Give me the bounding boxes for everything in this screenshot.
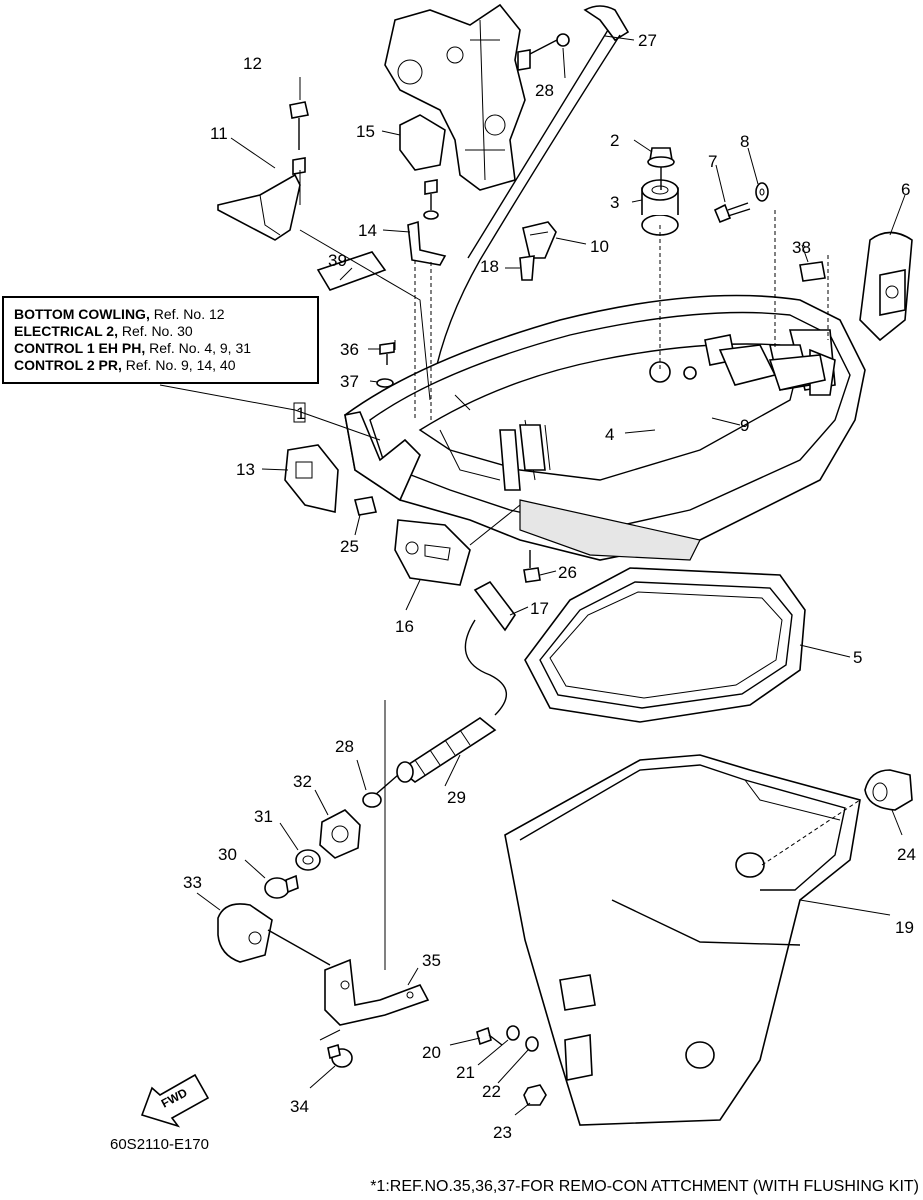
callout-37: 37 bbox=[340, 372, 359, 391]
reference-row: CONTROL 1 EH PH, Ref. No. 4, 9, 31 bbox=[14, 340, 307, 357]
callout-39: 39 bbox=[328, 251, 347, 270]
callout-6: 6 bbox=[901, 180, 910, 199]
washer-37 bbox=[376, 378, 394, 388]
clip-28-lower bbox=[362, 792, 382, 808]
washer-21 bbox=[506, 1025, 520, 1041]
callout-27: 27 bbox=[638, 31, 657, 50]
callout-4: 4 bbox=[605, 425, 614, 444]
reference-number: Ref. No. 4, 9, 31 bbox=[149, 340, 252, 356]
lower-casing-19 bbox=[504, 754, 861, 1126]
callout-22: 22 bbox=[482, 1082, 501, 1101]
bolt-2 bbox=[647, 147, 675, 190]
callout-19: 19 bbox=[895, 918, 914, 937]
callout-1: 1 bbox=[296, 404, 305, 423]
bracket-11 bbox=[217, 173, 301, 241]
callout-16: 16 bbox=[395, 617, 414, 636]
callout-33: 33 bbox=[183, 873, 202, 892]
ring-31 bbox=[295, 849, 321, 871]
callout-numbers: 1 2 3 4 5 6 7 8 9 10 11 12 13 14 15 16 1… bbox=[183, 31, 916, 1142]
clamp-14 bbox=[407, 220, 447, 266]
nut-32 bbox=[319, 809, 361, 859]
callout-26: 26 bbox=[558, 563, 577, 582]
bolt-12 bbox=[289, 101, 309, 175]
seal-5 bbox=[524, 567, 806, 723]
reference-name: CONTROL 1 EH PH, bbox=[14, 340, 146, 356]
callout-5: 5 bbox=[853, 648, 862, 667]
callout-13: 13 bbox=[236, 460, 255, 479]
screw-20 bbox=[476, 1026, 503, 1046]
callout-38: 38 bbox=[792, 238, 811, 257]
reference-number: Ref. No. 12 bbox=[153, 306, 225, 322]
screw-34 bbox=[327, 1043, 353, 1068]
screw-26 bbox=[523, 550, 541, 583]
callout-12: 12 bbox=[243, 54, 262, 73]
screw-part bbox=[423, 179, 439, 220]
cap-33 bbox=[217, 903, 331, 966]
callout-10: 10 bbox=[590, 237, 609, 256]
nut-23 bbox=[523, 1084, 547, 1106]
hose bbox=[429, 5, 630, 401]
callout-18: 18 bbox=[480, 257, 499, 276]
screw-30 bbox=[264, 874, 299, 899]
grommet-13 bbox=[284, 444, 339, 513]
callout-25: 25 bbox=[340, 537, 359, 556]
label-39 bbox=[316, 251, 387, 291]
bracket-6 bbox=[859, 231, 913, 342]
cable-29 bbox=[374, 619, 507, 796]
callout-9: 9 bbox=[740, 416, 749, 435]
washer-22 bbox=[525, 1036, 539, 1052]
callout-8: 8 bbox=[740, 132, 749, 151]
callout-30: 30 bbox=[218, 845, 237, 864]
callout-35: 35 bbox=[422, 951, 441, 970]
callout-21: 21 bbox=[456, 1063, 475, 1082]
callout-7: 7 bbox=[708, 152, 717, 171]
reference-box: BOTTOM COWLING, Ref. No. 12 ELECTRICAL 2… bbox=[2, 296, 319, 384]
callout-28-upper: 28 bbox=[535, 81, 554, 100]
callout-2: 2 bbox=[610, 131, 619, 150]
callout-32: 32 bbox=[293, 772, 312, 791]
callout-14: 14 bbox=[358, 221, 377, 240]
callout-36: 36 bbox=[340, 340, 359, 359]
reference-name: ELECTRICAL 2, bbox=[14, 323, 118, 339]
reference-number: Ref. No. 9, 14, 40 bbox=[125, 357, 236, 373]
clip-28-upper bbox=[517, 33, 570, 71]
bracket-35 bbox=[324, 958, 430, 1026]
reference-row: ELECTRICAL 2, Ref. No. 30 bbox=[14, 323, 307, 340]
reference-number: Ref. No. 30 bbox=[121, 323, 193, 339]
leader-lines bbox=[159, 35, 906, 1116]
callout-11: 11 bbox=[210, 124, 228, 143]
callout-29: 29 bbox=[447, 788, 466, 807]
bracket-15 bbox=[399, 114, 446, 171]
callout-34: 34 bbox=[290, 1097, 309, 1116]
engine-block-fragment bbox=[384, 3, 526, 191]
plug-10 bbox=[522, 221, 557, 259]
callout-15: 15 bbox=[356, 122, 375, 141]
reference-row: CONTROL 2 PR, Ref. No. 9, 14, 40 bbox=[14, 357, 307, 374]
callout-3: 3 bbox=[610, 193, 619, 212]
grommet-16 bbox=[394, 519, 471, 586]
label-38 bbox=[799, 261, 826, 282]
fwd-arrow: FWD bbox=[140, 1073, 210, 1128]
callout-17: 17 bbox=[530, 599, 549, 618]
footnote: *1:REF.NO.35,36,37-FOR REMO-CON ATTCHMEN… bbox=[370, 1178, 919, 1195]
diagram-code: 60S2110-E170 bbox=[110, 1136, 209, 1153]
reference-row: BOTTOM COWLING, Ref. No. 12 bbox=[14, 306, 307, 323]
reference-name: BOTTOM COWLING, bbox=[14, 306, 150, 322]
callout-23: 23 bbox=[493, 1123, 512, 1142]
fitting-18 bbox=[519, 255, 535, 281]
washer-8 bbox=[755, 182, 769, 202]
callout-24: 24 bbox=[897, 845, 916, 864]
callout-28-lower: 28 bbox=[335, 737, 354, 756]
screw-36 bbox=[379, 342, 395, 365]
label-25 bbox=[354, 496, 377, 516]
callout-20: 20 bbox=[422, 1043, 441, 1062]
grommet-17 bbox=[473, 580, 516, 632]
bolt-7 bbox=[713, 202, 751, 224]
grommet-24 bbox=[864, 769, 913, 811]
reference-name: CONTROL 2 PR, bbox=[14, 357, 122, 373]
callout-31: 31 bbox=[254, 807, 273, 826]
bottom-cowling bbox=[344, 294, 866, 561]
